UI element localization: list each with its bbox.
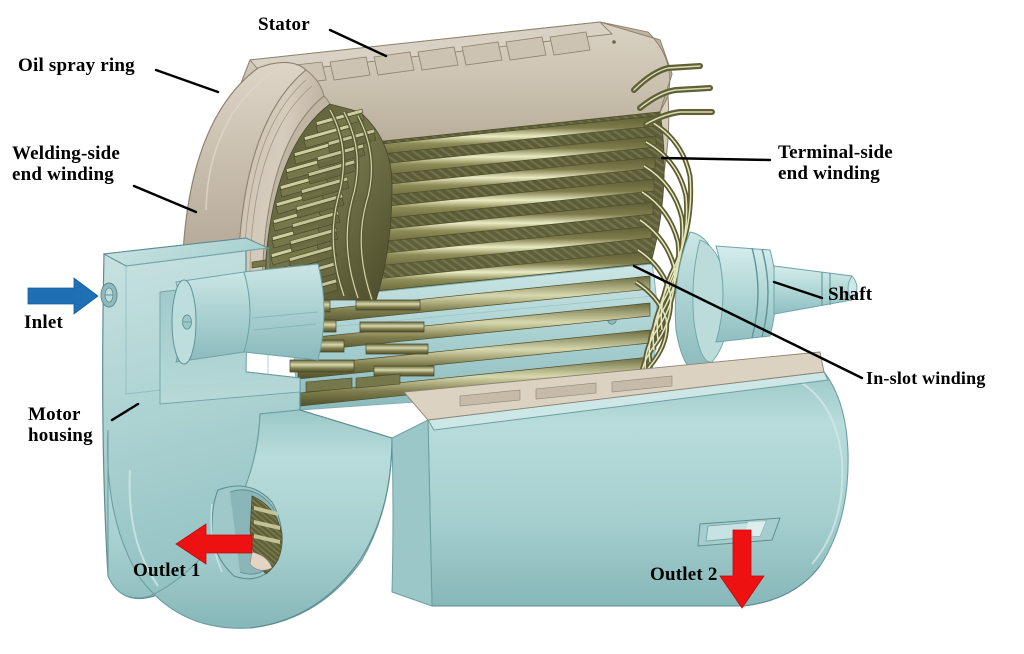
leader-stator — [328, 28, 388, 58]
label-inlet: Inlet — [24, 312, 63, 333]
leader-lines — [110, 28, 864, 422]
inlet-arrow — [27, 277, 99, 315]
label-motor-housing: Motor housing — [28, 404, 93, 447]
outlet1-arrow — [175, 523, 253, 565]
welding-side-hairpin-tips — [355, 299, 435, 377]
housing-front-boss — [171, 263, 325, 365]
leader-terminal — [660, 156, 772, 162]
label-in-slot-winding: In-slot winding — [866, 368, 986, 388]
leader-oilspray — [154, 68, 220, 94]
in-slot-winding — [296, 115, 657, 407]
label-shaft: Shaft — [828, 284, 873, 305]
label-outlet-2: Outlet 2 — [650, 564, 718, 585]
motor-housing — [100, 237, 849, 629]
outlet-1-port — [210, 485, 283, 580]
cut-edge-winding-stubs — [305, 373, 401, 393]
outlet2-arrow — [719, 529, 765, 609]
label-oil-spray-ring: Oil spray ring — [18, 55, 135, 76]
label-stator: Stator — [258, 14, 310, 35]
leader-welding — [132, 184, 198, 214]
terminal-leads — [631, 63, 715, 127]
label-outlet-1: Outlet 1 — [133, 560, 201, 581]
label-terminal-side-end-winding: Terminal-side end winding — [778, 142, 893, 185]
leader-shaft — [772, 280, 824, 300]
inlet-port — [100, 282, 118, 308]
leader-inslot — [632, 264, 864, 380]
label-welding-side-end-winding: Welding-side end winding — [12, 143, 120, 186]
leader-motor — [110, 402, 140, 422]
shaft — [715, 245, 858, 343]
